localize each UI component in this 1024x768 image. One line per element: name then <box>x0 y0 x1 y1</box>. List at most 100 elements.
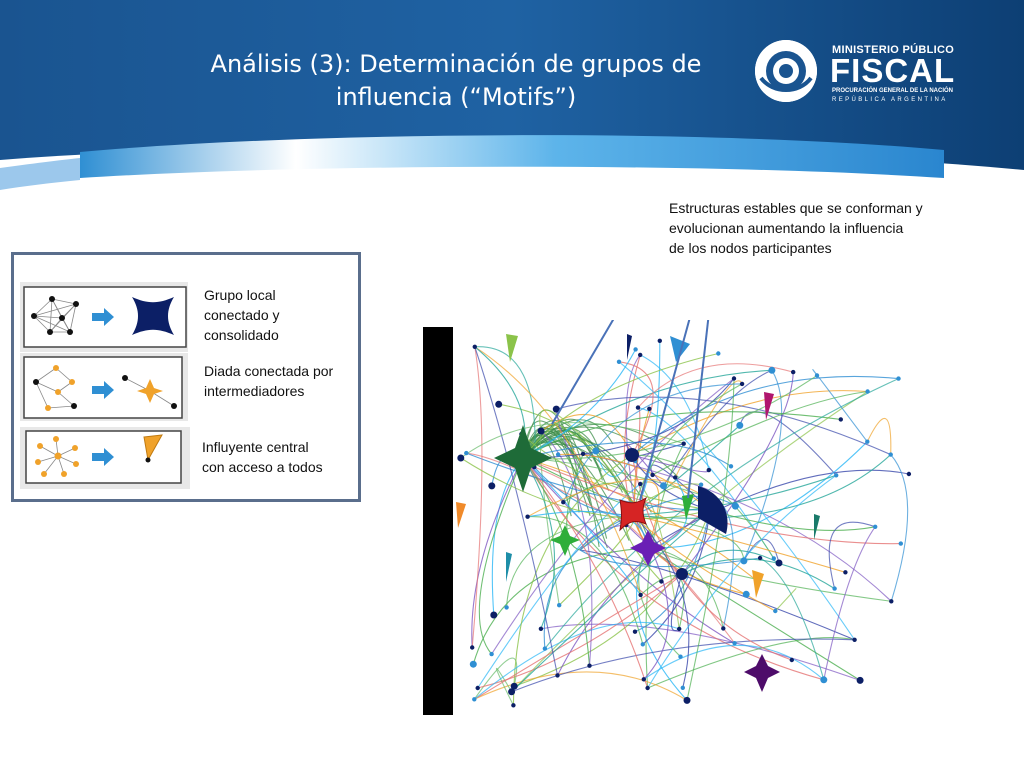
annotation-text: Estructuras estables que se conforman y … <box>669 198 959 258</box>
network-edge <box>674 380 743 478</box>
network-edge <box>512 454 633 706</box>
navy-clique-motif-icon <box>132 297 174 335</box>
network-edge <box>478 457 524 655</box>
logo-emblem <box>755 40 817 102</box>
network-edge <box>527 516 644 645</box>
network-node <box>873 524 878 529</box>
network-edge <box>477 573 683 689</box>
network-node <box>470 645 475 650</box>
network-edges <box>460 340 910 706</box>
network-edge <box>522 441 732 467</box>
network-nodes <box>457 338 912 708</box>
cyan-fan-motif <box>506 552 512 582</box>
network-node <box>740 557 748 565</box>
network-edge <box>639 354 710 471</box>
legend-label-3-line1: Influyente central <box>202 439 309 455</box>
network-node <box>647 406 652 411</box>
clique-graph-icon <box>33 298 77 333</box>
network-node <box>898 541 903 546</box>
teal-fan-motif <box>814 514 820 540</box>
header-banner <box>0 0 1024 200</box>
network-edge <box>522 457 555 630</box>
logo-line4: REPÚBLICA ARGENTINA <box>832 97 948 103</box>
network-node <box>510 682 518 690</box>
network-node <box>537 427 545 435</box>
legend-label-2-line1: Diada conectada por <box>204 363 334 379</box>
network-edge <box>527 478 703 518</box>
network-edge <box>681 372 794 575</box>
network-node <box>457 454 465 462</box>
green-star-motif <box>494 425 552 492</box>
network-node <box>640 642 645 647</box>
network-node <box>645 685 650 691</box>
legend-label-dyad: Diada conectada por intermediadores <box>204 361 359 401</box>
slide-title-line2: influencia (“Motifs”) <box>335 83 577 111</box>
network-edge <box>681 558 835 590</box>
network-node <box>888 452 893 457</box>
arrow-right-icon <box>92 381 114 399</box>
network-node <box>472 697 477 702</box>
network-edge <box>647 477 688 549</box>
legend-label-3-line2: con acceso a todos <box>202 459 323 475</box>
network-edge <box>632 514 776 612</box>
network-node <box>789 657 794 663</box>
network-node <box>552 405 560 413</box>
network-node <box>504 605 509 610</box>
logo-line1: MINISTERIO PÚBLICO <box>832 44 955 56</box>
annotation-line3: de los nodos participantes <box>669 240 832 256</box>
network-node <box>739 381 745 387</box>
network-edge <box>650 464 711 511</box>
network-node <box>580 451 586 456</box>
network-node <box>742 590 750 598</box>
network-node <box>659 579 664 584</box>
red-clique-motif <box>619 496 648 532</box>
network-node <box>838 417 843 422</box>
legend-label-central-influencer: Influyente central con acceso a todos <box>202 437 342 477</box>
network-edge <box>632 383 743 516</box>
network-node <box>716 351 721 356</box>
green-small-star-motif <box>550 525 580 556</box>
sun-emblem-icon <box>755 40 817 102</box>
network-node <box>673 475 678 480</box>
network-node <box>525 514 530 519</box>
network-edge <box>522 457 824 681</box>
network-node <box>650 472 655 478</box>
network-node <box>542 646 548 651</box>
network-edge <box>828 521 876 589</box>
network-node <box>657 338 662 343</box>
purple-star-motif <box>630 530 666 566</box>
network-node <box>732 641 737 646</box>
network-edge <box>506 514 634 608</box>
network-node <box>587 663 592 668</box>
logo-line2: FISCAL <box>830 52 956 89</box>
yellow-fan-motif <box>752 570 764 598</box>
network-edge <box>636 547 688 701</box>
network-edge <box>474 346 642 596</box>
network-edge <box>543 514 634 649</box>
network-edge <box>579 549 855 641</box>
network-edge <box>471 346 483 648</box>
network-edge <box>631 390 868 456</box>
legend-label-local-group: Grupo local conectado y consolidado <box>204 285 314 345</box>
network-node <box>681 441 686 446</box>
light-green-fan-motif <box>506 334 518 362</box>
network-node <box>843 570 848 575</box>
network-edge <box>539 409 597 452</box>
network-edge <box>522 457 649 689</box>
network-edge <box>647 474 837 689</box>
network-node <box>490 611 498 619</box>
network-node <box>896 376 901 381</box>
network-node <box>773 608 778 614</box>
network-node <box>592 447 600 455</box>
network-edge <box>522 433 652 513</box>
network-edge <box>618 361 654 456</box>
network-edge <box>511 638 855 693</box>
network-node <box>538 626 544 631</box>
orange-fan-motif-icon <box>143 434 163 462</box>
network-node <box>660 482 667 490</box>
network-node <box>820 676 828 684</box>
network-edge <box>739 411 837 476</box>
network-edge <box>522 349 637 459</box>
arrow-right-icon <box>92 448 114 466</box>
network-edge <box>474 346 559 676</box>
